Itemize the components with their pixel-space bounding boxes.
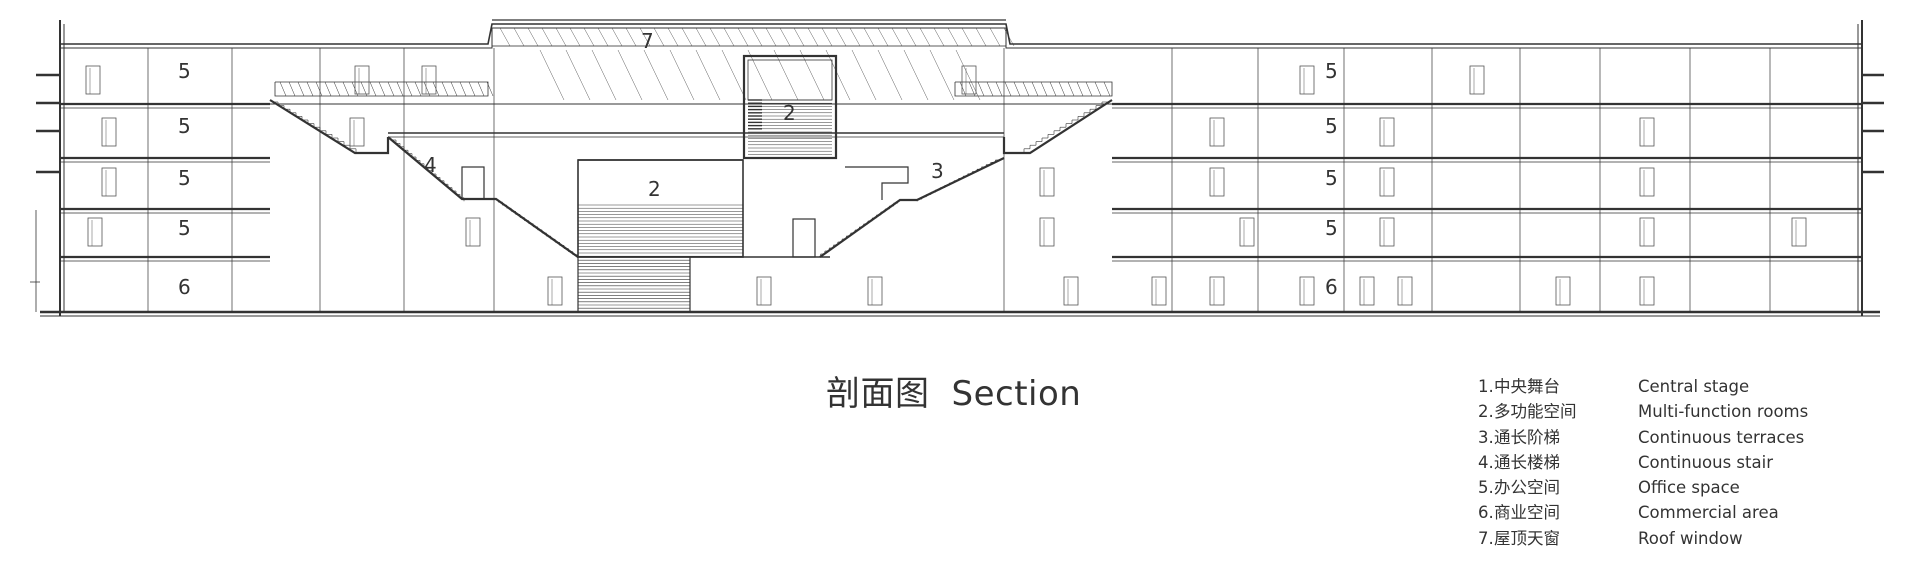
label-multi-function-upper: 2 bbox=[783, 101, 796, 125]
label-multi-function-lower: 2 bbox=[648, 177, 661, 201]
legend-item: 2.多功能空间 Multi-function rooms bbox=[1478, 399, 1808, 424]
legend: 1.中央舞台 Central stage 2.多功能空间 Multi-functio… bbox=[1478, 374, 1808, 551]
legend-english: Multi-function rooms bbox=[1638, 402, 1809, 422]
legend-english: Central stage bbox=[1638, 377, 1750, 396]
stair-hatching bbox=[272, 27, 1111, 312]
legend-chinese: 多功能空间 bbox=[1494, 402, 1577, 422]
label-roof-window: 7 bbox=[641, 29, 654, 53]
legend-english: Continuous stair bbox=[1638, 452, 1773, 472]
label-stair: 4 bbox=[424, 153, 437, 177]
label-office-2: 5 bbox=[178, 114, 191, 138]
legend-number: 5. bbox=[1478, 478, 1494, 498]
label-terraces: 3 bbox=[931, 159, 944, 183]
legend-number: 7. bbox=[1478, 528, 1494, 548]
space-labels: 5 5 5 5 6 5 5 5 5 6 7 2 2 3 4 bbox=[178, 29, 1338, 299]
label-office-3: 5 bbox=[178, 166, 191, 190]
legend-number: 4. bbox=[1478, 452, 1494, 472]
building-section-drawing: 5 5 5 5 6 5 5 5 5 6 7 2 2 3 4 bbox=[30, 19, 1884, 317]
caption-english: Section bbox=[951, 374, 1082, 414]
legend-chinese: 办公空间 bbox=[1494, 478, 1560, 498]
legend-number: 6. bbox=[1478, 503, 1494, 523]
legend-item: 5.办公空间 Office space bbox=[1478, 475, 1740, 500]
legend-chinese: 通长阶梯 bbox=[1494, 427, 1560, 447]
label-commercial-1: 6 bbox=[178, 275, 191, 299]
legend-english: Commercial area bbox=[1638, 503, 1779, 523]
legend-item: 1.中央舞台 Central stage bbox=[1478, 374, 1749, 399]
legend-number: 3. bbox=[1478, 427, 1494, 447]
legend-english: Continuous terraces bbox=[1638, 427, 1805, 447]
legend-chinese: 通长楼梯 bbox=[1494, 452, 1560, 472]
legend-item: 7.屋顶天窗 Roof window bbox=[1478, 526, 1743, 551]
section-caption: 剖面图 Section bbox=[826, 366, 1081, 415]
caption-chinese: 剖面图 bbox=[826, 374, 930, 414]
label-office-5: 5 bbox=[1325, 59, 1338, 83]
label-office-1: 5 bbox=[178, 59, 191, 83]
legend-english: Office space bbox=[1638, 478, 1740, 498]
structural-lines bbox=[30, 19, 1884, 317]
label-office-4: 5 bbox=[178, 216, 191, 240]
label-commercial-2: 6 bbox=[1325, 275, 1338, 299]
legend-number: 2. bbox=[1478, 402, 1494, 422]
label-office-8: 5 bbox=[1325, 216, 1338, 240]
label-office-7: 5 bbox=[1325, 166, 1338, 190]
legend-english: Roof window bbox=[1638, 528, 1743, 548]
door-marks bbox=[85, 65, 1807, 306]
legend-chinese: 屋顶天窗 bbox=[1494, 528, 1560, 548]
legend-number: 1. bbox=[1478, 377, 1494, 396]
label-office-6: 5 bbox=[1325, 114, 1338, 138]
legend-item: 6.商业空间 Commercial area bbox=[1478, 500, 1779, 525]
legend-item: 4.通长楼梯 Continuous stair bbox=[1478, 450, 1773, 475]
legend-item: 3.通长阶梯 Continuous terraces bbox=[1478, 425, 1804, 450]
legend-chinese: 商业空间 bbox=[1494, 503, 1560, 523]
legend-chinese: 中央舞台 bbox=[1494, 377, 1560, 396]
